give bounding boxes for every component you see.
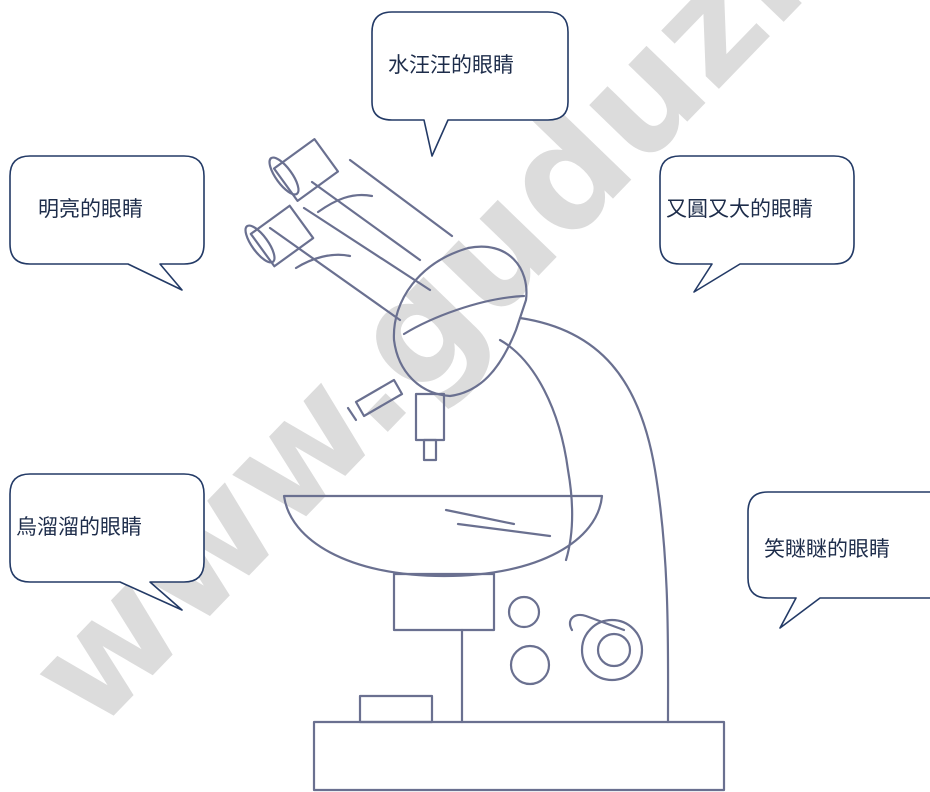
microscope-arm — [518, 316, 670, 724]
speech-bubbles — [9, 11, 930, 629]
bubble-upper-right — [659, 155, 855, 293]
bubble-lower-left — [9, 473, 205, 611]
stage-holder — [392, 572, 496, 632]
eyepiece-cap-lower — [249, 204, 315, 268]
microscope-base — [312, 720, 726, 792]
side-tube — [354, 378, 404, 418]
microscope-arm-inner — [498, 338, 574, 562]
objective-tip — [422, 438, 438, 462]
bubble-top-text: 水汪汪的眼睛 — [388, 53, 514, 77]
eyepiece-rim-lower — [244, 224, 276, 264]
eyepiece-collar-upper — [316, 193, 374, 214]
microscope — [244, 138, 726, 792]
bubble-lower-left-text: 烏溜溜的眼睛 — [16, 515, 142, 539]
eyepiece-tube-lower — [268, 206, 432, 322]
eyepiece-cap-upper — [272, 138, 340, 202]
bubble-lower-right — [747, 491, 930, 629]
focus-knob-outer — [580, 618, 644, 682]
focus-lever — [568, 613, 626, 632]
stage-highlight-1 — [444, 508, 516, 526]
side-tube-end — [346, 406, 358, 422]
bubble-upper-left — [9, 155, 205, 291]
base-block — [358, 694, 434, 724]
bubble-upper-right-text: 又圓又大的眼睛 — [666, 197, 813, 221]
bubble-upper-left-text: 明亮的眼睛 — [38, 197, 143, 221]
knob-medium — [509, 644, 551, 686]
focus-knob-inner — [596, 632, 632, 668]
eyepiece-rim-upper — [268, 156, 300, 196]
microscope-stage — [282, 494, 604, 578]
eyepiece-tube-upper — [310, 158, 454, 262]
bubble-lower-right-text: 笑瞇瞇的眼睛 — [764, 537, 890, 561]
bubble-top — [371, 11, 569, 157]
stage-highlight-2 — [456, 522, 552, 538]
microscope-head — [392, 245, 528, 398]
knob-small — [507, 595, 541, 629]
eyepiece-collar-lower — [294, 253, 352, 270]
head-band — [402, 294, 526, 336]
